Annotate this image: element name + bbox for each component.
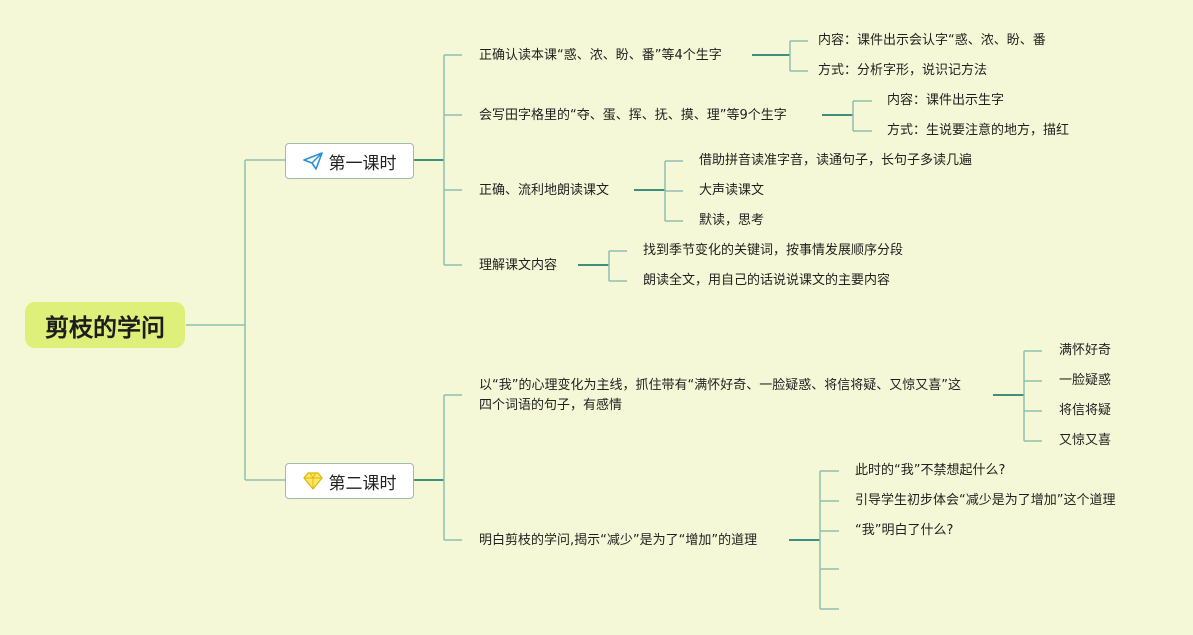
lesson-1-item-2-child-1[interactable]: 内容：课件出示生字	[887, 93, 1005, 108]
lesson-1-item-3-child-3[interactable]: 默读，思考	[699, 213, 765, 228]
diamond-icon	[302, 472, 323, 490]
lesson-1-item-4-child-2[interactable]: 朗读全文，用自己的话说说课文的主要内容	[643, 273, 891, 288]
paper-plane-icon	[302, 152, 323, 170]
lesson-1-topic[interactable]: 第一课时	[285, 143, 414, 179]
lesson-1-item-1[interactable]: 正确认读本课“惑、浓、盼、番”等4个生字	[479, 48, 722, 63]
lesson-1-item-1-child-1[interactable]: 内容：课件出示会认字“惑、浓、盼、番	[818, 33, 1046, 48]
lesson-1-item-4[interactable]: 理解课文内容	[479, 258, 558, 273]
lesson-1-item-3-child-1[interactable]: 借助拼音读准字音，读通句子，长句子多读几遍	[699, 153, 973, 168]
lesson-1-item-1-child-2[interactable]: 方式：分析字形，说识记方法	[818, 63, 988, 78]
lesson-2-label: 第二课时	[328, 473, 397, 494]
lesson-2-item-1-child-4[interactable]: 又惊又喜	[1059, 433, 1112, 448]
lesson-2-item-2-child-2[interactable]: 引导学生初步体会“减少是为了增加”这个道理	[855, 493, 1116, 508]
lesson-1-item-3-child-2[interactable]: 大声读课文	[699, 183, 765, 198]
lesson-1-item-3[interactable]: 正确、流利地朗读课文	[479, 183, 610, 198]
lesson-2-item-1-child-1[interactable]: 满怀好奇	[1059, 343, 1112, 358]
lesson-2-item-2-child-3[interactable]: “我”明白了什么?	[855, 523, 954, 538]
lesson-2-item-1-child-2[interactable]: 一脸疑惑	[1059, 373, 1112, 388]
lesson-2-item-1-child-3[interactable]: 将信将疑	[1059, 403, 1112, 418]
lesson-1-item-2[interactable]: 会写田字格里的“夺、蛋、挥、抚、摸、理”等9个生字	[479, 108, 787, 123]
lesson-2-topic[interactable]: 第二课时	[285, 463, 414, 499]
lesson-2-item-2-child-1[interactable]: 此时的“我”不禁想起什么?	[855, 463, 1006, 478]
lesson-1-item-2-child-2[interactable]: 方式：生说要注意的地方，描红	[887, 123, 1070, 138]
lesson-2-item-2[interactable]: 明白剪枝的学问,揭示“减少”是为了“增加”的道理	[479, 533, 758, 548]
root-topic[interactable]: 剪枝的学问	[25, 302, 185, 348]
lesson-2-item-1[interactable]: 以“我”的心理变化为主线，抓住带有“满怀好奇、一脸疑惑、将信将疑、又惊又喜”这四…	[479, 378, 961, 413]
lesson-1-item-4-child-1[interactable]: 找到季节变化的关键词，按事情发展顺序分段	[643, 243, 904, 258]
root-title: 剪枝的学问	[45, 313, 165, 342]
lesson-1-label: 第一课时	[328, 153, 397, 174]
